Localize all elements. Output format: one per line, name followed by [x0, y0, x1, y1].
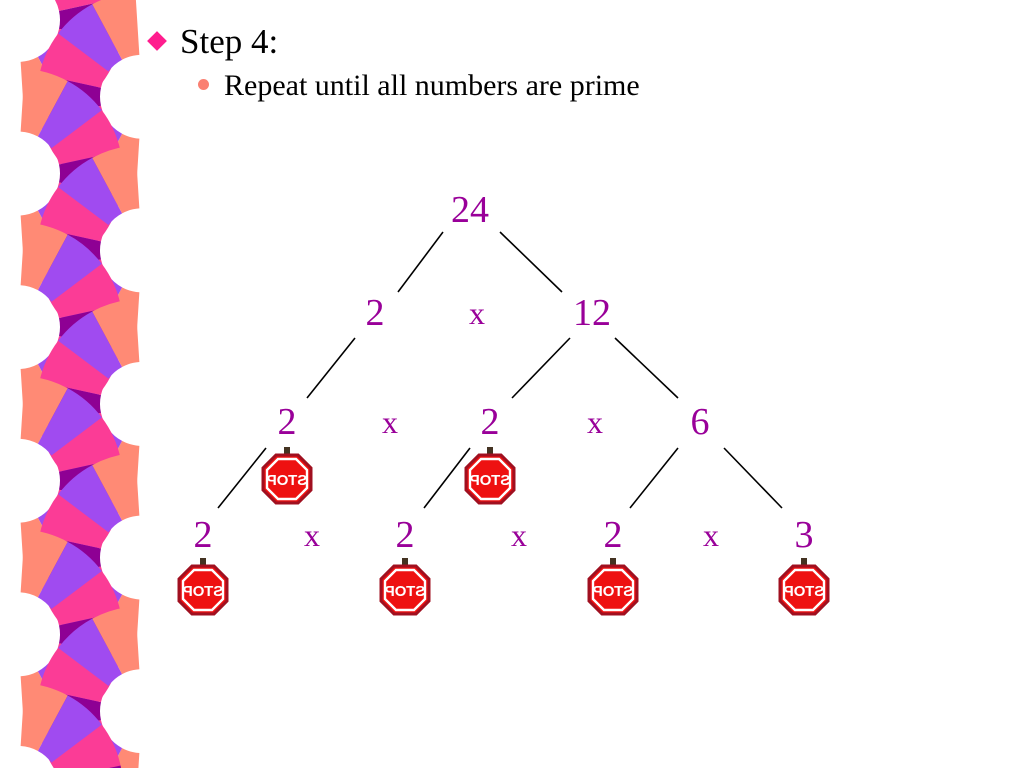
tree-number-12-row2: 12: [573, 292, 611, 334]
stop-sign-icon: STOP: [376, 558, 434, 622]
subheading-text: Repeat until all numbers are prime: [224, 69, 640, 103]
svg-text:STOP: STOP: [385, 583, 426, 600]
tree-edge: [723, 447, 783, 509]
decorative-ribbon-border: [20, 0, 140, 768]
stop-sign-icon: STOP: [174, 558, 232, 622]
stop-sign-icon: STOP: [258, 447, 316, 511]
stop-sign-icon: STOP: [584, 558, 642, 622]
svg-text:STOP: STOP: [470, 472, 511, 489]
subheading-row: Repeat until all numbers are prime: [198, 69, 950, 103]
tree-number-2-row3: 2: [277, 401, 297, 443]
stop-sign-icon: STOP: [775, 558, 833, 622]
stop-sign-icon: STOP: [461, 447, 519, 511]
tree-number-2-row4: 2: [603, 514, 623, 556]
tree-edge: [629, 447, 679, 509]
tree-edge: [614, 337, 679, 399]
tree-edge: [306, 337, 356, 399]
tree-multiply-operator: x: [703, 517, 719, 553]
tree-number-2-row2: 2: [365, 292, 385, 334]
heading-row: Step 4:: [147, 22, 950, 61]
tree-number-2-row4: 2: [395, 514, 415, 556]
tree-multiply-operator: x: [382, 404, 398, 440]
svg-text:STOP: STOP: [267, 472, 308, 489]
page-title: Step 4:: [180, 22, 279, 61]
tree-multiply-operator: x: [469, 295, 485, 331]
tree-edge: [499, 231, 563, 293]
tree-edge: [511, 337, 571, 399]
tree-number-2-row3: 2: [480, 401, 500, 443]
tree-number-24-row1: 24: [451, 189, 489, 231]
tree-multiply-operator: x: [304, 517, 320, 553]
tree-multiply-operator: x: [511, 517, 527, 553]
svg-text:STOP: STOP: [593, 583, 634, 600]
tree-number-3-row4: 3: [794, 514, 814, 556]
round-bullet-icon: [198, 79, 209, 91]
tree-multiply-operator: x: [587, 404, 603, 440]
svg-text:STOP: STOP: [183, 583, 224, 600]
tree-number-6-row3: 6: [690, 401, 710, 443]
tree-edge: [397, 231, 444, 293]
slide-text-block: Step 4: Repeat until all numbers are pri…: [147, 22, 950, 103]
svg-text:STOP: STOP: [784, 583, 825, 600]
tree-number-2-row4: 2: [193, 514, 213, 556]
